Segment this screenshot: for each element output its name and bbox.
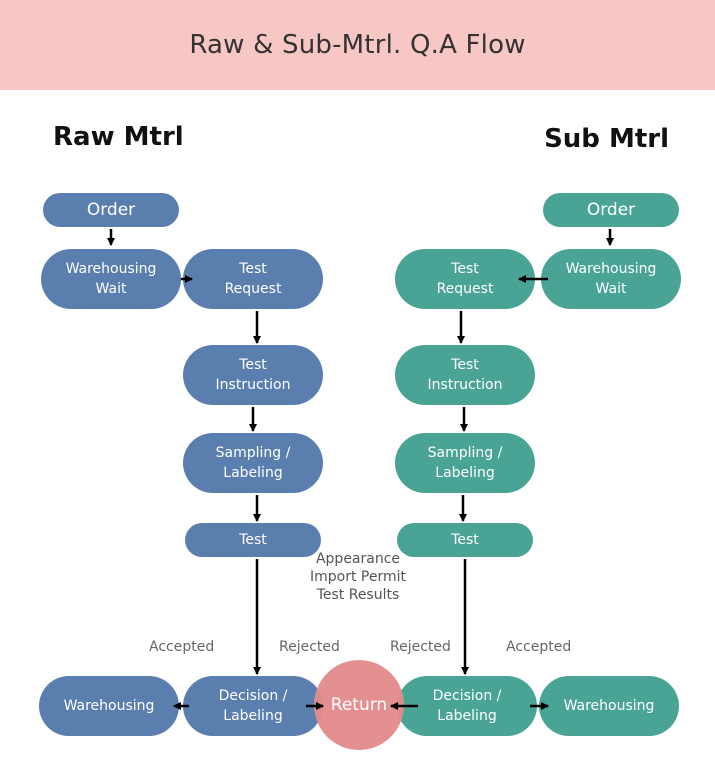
raw-decision-labeling-node: Decision / Labeling <box>183 676 323 736</box>
return-node: Return <box>314 660 404 750</box>
inspection-items-note: Appearance Import Permit Test Results <box>310 551 406 603</box>
raw-mtrl-title: Raw Mtrl <box>53 122 184 152</box>
sub-warehousing-node: Warehousing <box>539 676 679 736</box>
raw-test-node: Test <box>185 523 321 557</box>
diagram-title: Raw & Sub-Mtrl. Q.A Flow <box>189 30 526 60</box>
raw-warehousing-node: Warehousing <box>39 676 179 736</box>
sub-warehousing-wait-node: Warehousing Wait <box>541 249 681 309</box>
raw-order-node: Order <box>43 193 179 227</box>
sub-sampling-labeling-node: Sampling / Labeling <box>395 433 535 493</box>
diagram-header: Raw & Sub-Mtrl. Q.A Flow <box>0 0 715 90</box>
raw-warehousing-wait-node: Warehousing Wait <box>41 249 181 309</box>
sub-test-request-node: Test Request <box>395 249 535 309</box>
raw-rejected-label: Rejected <box>279 639 340 655</box>
raw-test-instruction-node: Test Instruction <box>183 345 323 405</box>
sub-order-node: Order <box>543 193 679 227</box>
sub-accepted-label: Accepted <box>506 639 572 655</box>
sub-mtrl-title: Sub Mtrl <box>544 124 669 154</box>
sub-test-node: Test <box>397 523 533 557</box>
sub-rejected-label: Rejected <box>390 639 451 655</box>
sub-decision-labeling-node: Decision / Labeling <box>397 676 537 736</box>
raw-accepted-label: Accepted <box>149 639 215 655</box>
sub-test-instruction-node: Test Instruction <box>395 345 535 405</box>
raw-test-request-node: Test Request <box>183 249 323 309</box>
raw-sampling-labeling-node: Sampling / Labeling <box>183 433 323 493</box>
